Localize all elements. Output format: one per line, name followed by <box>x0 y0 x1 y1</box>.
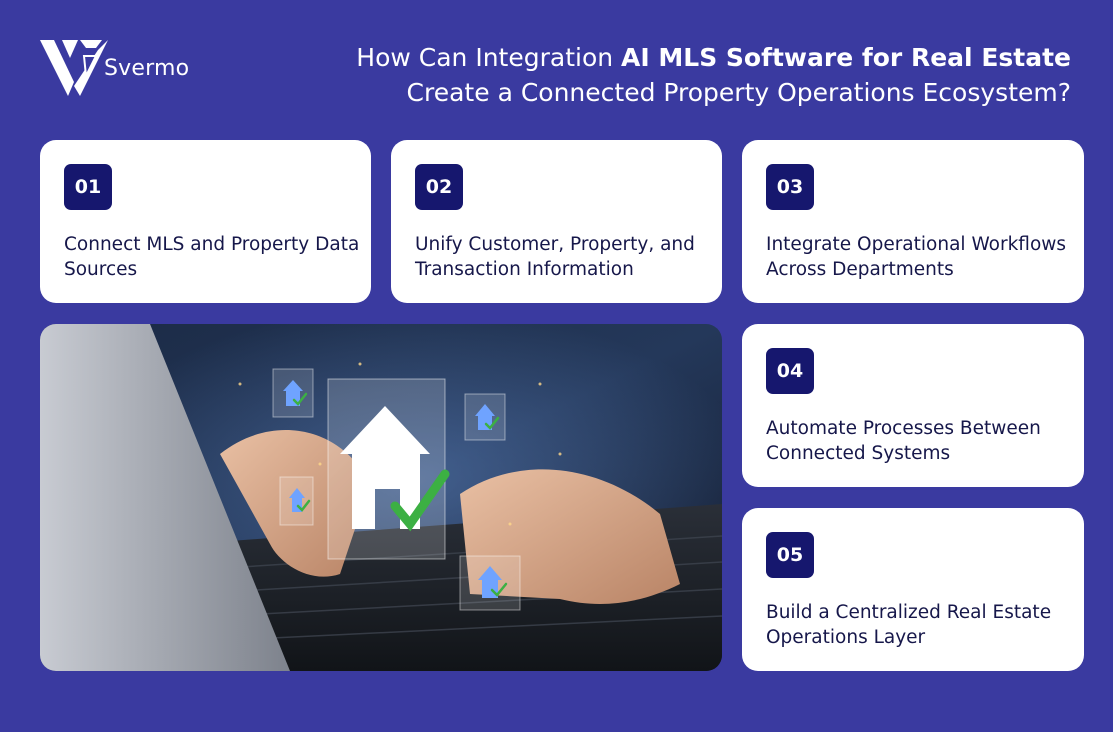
step-number-badge: 01 <box>64 164 112 210</box>
step-number-badge: 02 <box>415 164 463 210</box>
step-card-03: 03 Integrate Operational Workflows Acros… <box>742 140 1084 303</box>
step-card-02: 02 Unify Customer, Property, and Transac… <box>391 140 722 303</box>
step-title: Integrate Operational Workflows Across D… <box>766 234 1067 280</box>
step-title: Connect MLS and Property Data Sources <box>64 234 360 280</box>
step-number-badge: 03 <box>766 164 814 210</box>
house-check-icon <box>327 378 450 560</box>
step-title: Automate Processes Between Connected Sys… <box>766 418 1041 464</box>
brand-name: Svermo <box>104 56 190 81</box>
svermo-logo-icon <box>40 40 108 96</box>
page-title: How Can Integration AI MLS Software for … <box>356 43 1071 107</box>
step-card-05: 05 Build a Centralized Real Estate Opera… <box>742 508 1084 671</box>
step-title: Unify Customer, Property, and Transactio… <box>415 234 695 280</box>
step-card-01: 01 Connect MLS and Property Data Sources <box>40 140 371 303</box>
step-number-badge: 04 <box>766 348 814 394</box>
step-number-badge: 05 <box>766 532 814 578</box>
step-card-04: 04 Automate Processes Between Connected … <box>742 324 1084 487</box>
laptop-illustration <box>40 324 722 671</box>
step-title: Build a Centralized Real Estate Operatio… <box>766 602 1052 648</box>
